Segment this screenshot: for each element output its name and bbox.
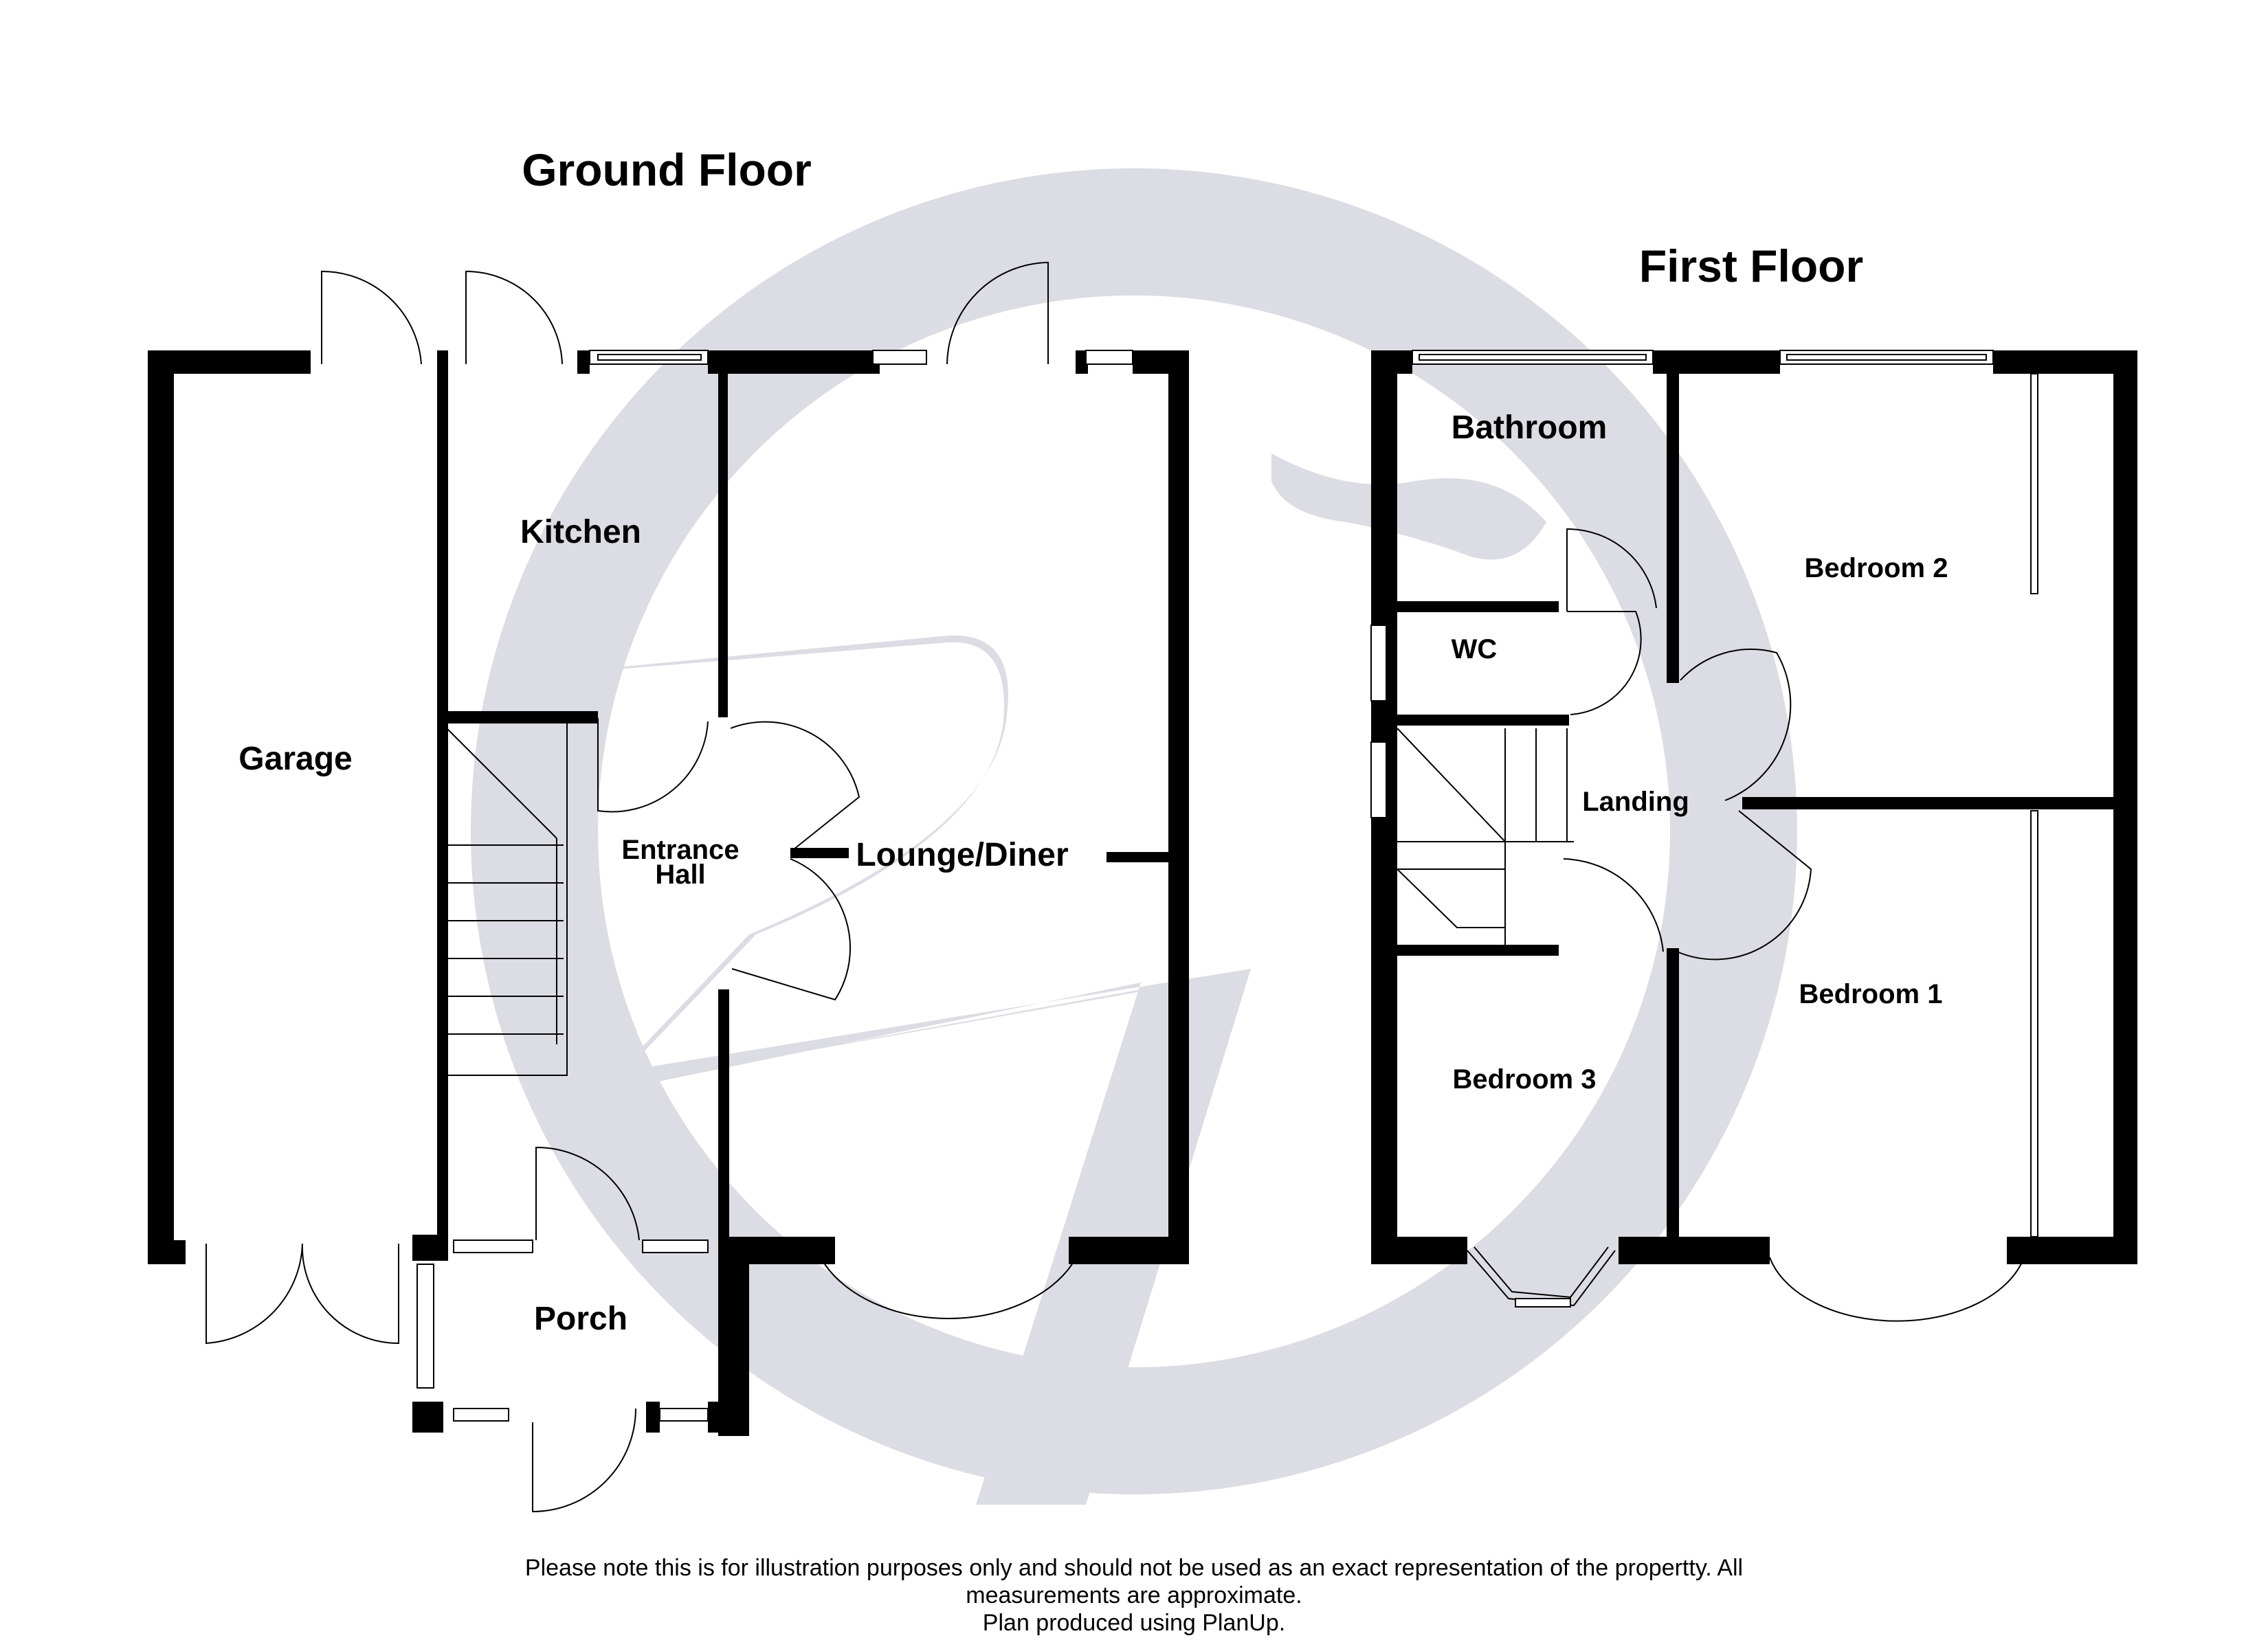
ground-floor-stairs [446,721,568,1076]
disclaimer-line-1: Please note this is for illustration pur… [524,1555,1744,1581]
room-label-bedroom-3: Bedroom 3 [1453,1064,1597,1095]
room-label-bedroom-1: Bedroom 1 [1799,979,1943,1009]
first-floor-stairs [1397,728,1574,948]
ground-floor-plan: Ground Floor Garage Kitchen Entrance Hal… [148,144,1189,1513]
watermark-logo-icon [470,168,1797,1505]
disclaimer-line-2: measurements are approximate. [966,1582,1302,1608]
disclaimer-line-3: Plan produced using PlanUp. [982,1610,1286,1636]
room-label-kitchen: Kitchen [520,514,641,550]
room-label-garage: Garage [238,741,352,777]
first-floor-plan: First Floor Bathroom WC Landing Bedroom … [1370,240,2137,1322]
room-label-bathroom: Bathroom [1452,410,1608,446]
first-floor-title: First Floor [1639,240,1863,291]
ground-floor-doors [205,261,1073,1513]
room-label-entrance-hall-line1: Entrance [621,835,739,865]
room-label-bedroom-2: Bedroom 2 [1805,553,1948,583]
first-floor-windows [1370,350,2038,1308]
room-label-lounge-diner: Lounge/Diner [856,837,1068,873]
disclaimer: Please note this is for illustration pur… [0,1554,2268,1637]
room-label-wc: WC [1452,634,1498,664]
room-label-entrance-hall-line2: Hall [655,860,705,890]
room-label-landing: Landing [1582,787,1689,817]
first-floor-doors [1563,528,2025,1322]
ground-floor-walls [148,350,1189,1436]
ground-floor-windows [416,350,1133,1422]
ground-floor-title: Ground Floor [522,144,812,195]
room-label-porch: Porch [534,1301,627,1337]
